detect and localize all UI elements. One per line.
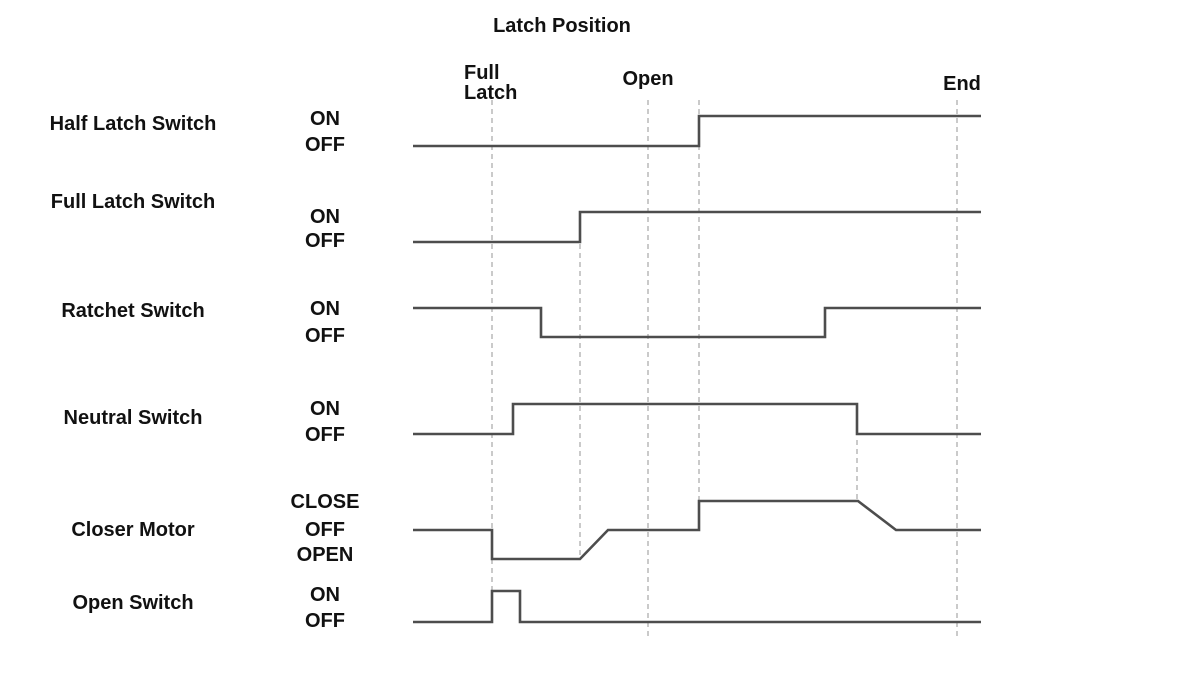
signal-waveform: [413, 589, 981, 624]
row-label-full-latch-switch: Full Latch Switch: [51, 191, 215, 213]
position-label-full-latch-line1: Full: [464, 62, 500, 84]
level-label-neutral-off: OFF: [305, 424, 345, 446]
level-label-closer-motor-open: OPEN: [297, 544, 354, 566]
level-label-open-switch-off: OFF: [305, 610, 345, 632]
level-label-half-latch-off: OFF: [305, 134, 345, 156]
row-label-closer-motor: Closer Motor: [71, 519, 195, 541]
position-label-end: End: [943, 73, 981, 95]
level-label-full-latch-off: OFF: [305, 230, 345, 252]
row-label-ratchet-switch: Ratchet Switch: [61, 300, 204, 322]
level-label-full-latch-on: ON: [310, 206, 340, 228]
row-label-open-switch: Open Switch: [72, 592, 193, 614]
position-label-open: Open: [622, 68, 673, 90]
level-label-closer-motor-off: OFF: [305, 519, 345, 541]
level-label-open-switch-on: ON: [310, 584, 340, 606]
signal-waveform: [413, 499, 981, 561]
row-label-half-latch-switch: Half Latch Switch: [50, 113, 217, 135]
level-label-ratchet-off: OFF: [305, 325, 345, 347]
signal-waveform: [413, 114, 981, 148]
signal-waveform: [413, 210, 981, 244]
signal-waveform: [413, 306, 981, 339]
level-label-closer-motor-close: CLOSE: [291, 491, 360, 513]
diagram-title: Latch Position: [493, 15, 631, 37]
level-label-half-latch-on: ON: [310, 108, 340, 130]
level-label-neutral-on: ON: [310, 398, 340, 420]
level-label-ratchet-on: ON: [310, 298, 340, 320]
waveforms-group: [413, 114, 981, 624]
row-label-neutral-switch: Neutral Switch: [64, 407, 203, 429]
guide-lines-group: [491, 100, 958, 638]
signal-waveform: [413, 402, 981, 436]
position-label-full-latch-line2: Latch: [464, 82, 517, 104]
